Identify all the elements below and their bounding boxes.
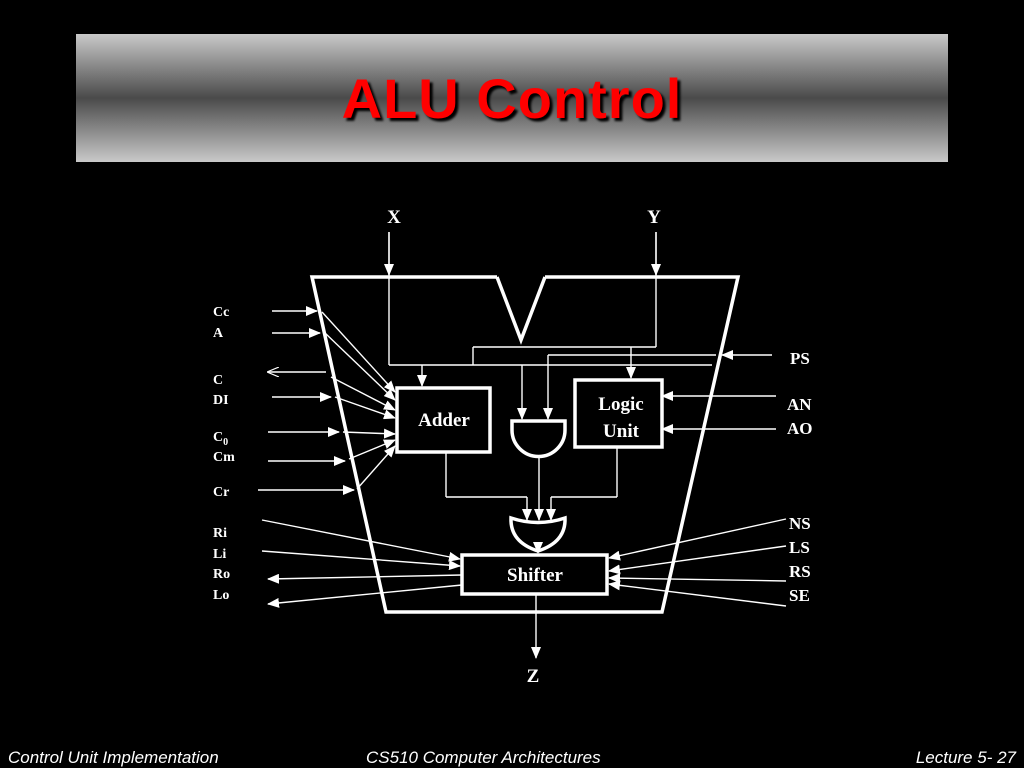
signal-ri: Ri [213,526,227,541]
logic-label-line1: Logic [598,394,643,415]
signal-an: AN [787,395,812,414]
footer-right: Lecture 5- 27 [915,748,1016,767]
signal-cr: Cr [213,485,229,500]
signal-c0-sub: 0 [223,437,228,448]
slide-title: ALU Control [341,66,683,130]
label-z: Z [527,666,540,687]
signal-ls: LS [789,538,810,557]
signal-rs: RS [789,562,811,581]
signal-ro: Ro [213,567,230,582]
signal-a: A [213,326,224,341]
signal-c0-base: C [213,430,223,445]
signal-ps: PS [790,349,810,368]
adder-label: Adder [418,410,470,431]
signal-lo: Lo [213,588,229,603]
footer-left: Control Unit Implementation [8,748,219,767]
signal-c: C [213,373,223,388]
left-signal-labels: Cc A C DI C0 Cm Cr Ri Li Ro Lo [213,305,235,603]
input-arrows [258,232,787,659]
right-signal-labels: PS AN AO NS LS RS SE [787,349,813,605]
signal-li: Li [213,547,226,562]
signal-ns: NS [789,514,811,533]
signal-cm: Cm [213,450,235,465]
internal-wiring [388,232,716,554]
signal-ao: AO [787,419,813,438]
logic-unit-block [573,378,664,449]
adder-block [395,386,492,454]
footer-center: CS510 Computer Architectures [366,748,601,767]
signal-c0: C0 [213,430,228,448]
shifter-label: Shifter [507,565,564,586]
signal-se: SE [789,586,810,605]
label-x: X [387,207,401,228]
title-banner: ALU Control [76,34,948,162]
or-gate [509,515,567,553]
label-y: Y [647,207,661,228]
alu-outline [309,275,741,614]
signal-cc: Cc [213,305,229,320]
shifter-block [460,553,609,596]
logic-label-line2: Unit [603,421,640,442]
signal-di: DI [213,393,229,408]
and-gate [510,419,567,459]
